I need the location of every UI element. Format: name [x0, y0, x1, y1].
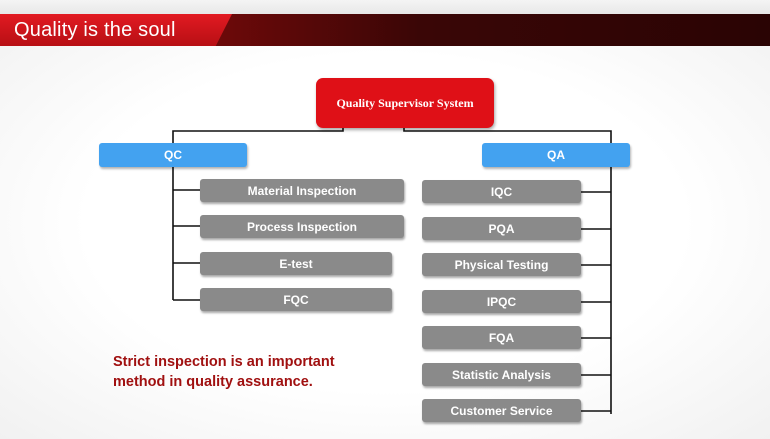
- qa-item-statistic-analysis: Statistic Analysis: [422, 363, 581, 386]
- quality-note-line-1: Strict inspection is an important: [113, 354, 335, 370]
- qa-item-physical-testing: Physical Testing: [422, 253, 581, 276]
- qc-item-fqc: FQC: [200, 288, 392, 311]
- qa-item-iqc: IQC: [422, 180, 581, 203]
- qc-item-material-inspection: Material Inspection: [200, 179, 404, 202]
- connector-root-qc: [172, 128, 344, 143]
- connector-root-qa: [403, 128, 612, 143]
- qa-item-pqa: PQA: [422, 217, 581, 240]
- qa-node: QA: [482, 143, 630, 167]
- qa-item-ipqc: IPQC: [422, 290, 581, 313]
- page-title: Quality is the soul: [14, 19, 176, 41]
- root-node: Quality Supervisor System: [316, 78, 494, 128]
- qa-item-customer-service: Customer Service: [422, 399, 581, 422]
- quality-note-line-2: method in quality assurance.: [113, 374, 313, 390]
- quality-note: Strict inspection is an important method…: [113, 352, 393, 392]
- header-tab: [0, 14, 232, 46]
- top-band: [0, 0, 770, 14]
- qc-item-process-inspection: Process Inspection: [200, 215, 404, 238]
- qc-item-e-test: E-test: [200, 252, 392, 275]
- qc-node: QC: [99, 143, 247, 167]
- qa-item-fqa: FQA: [422, 326, 581, 349]
